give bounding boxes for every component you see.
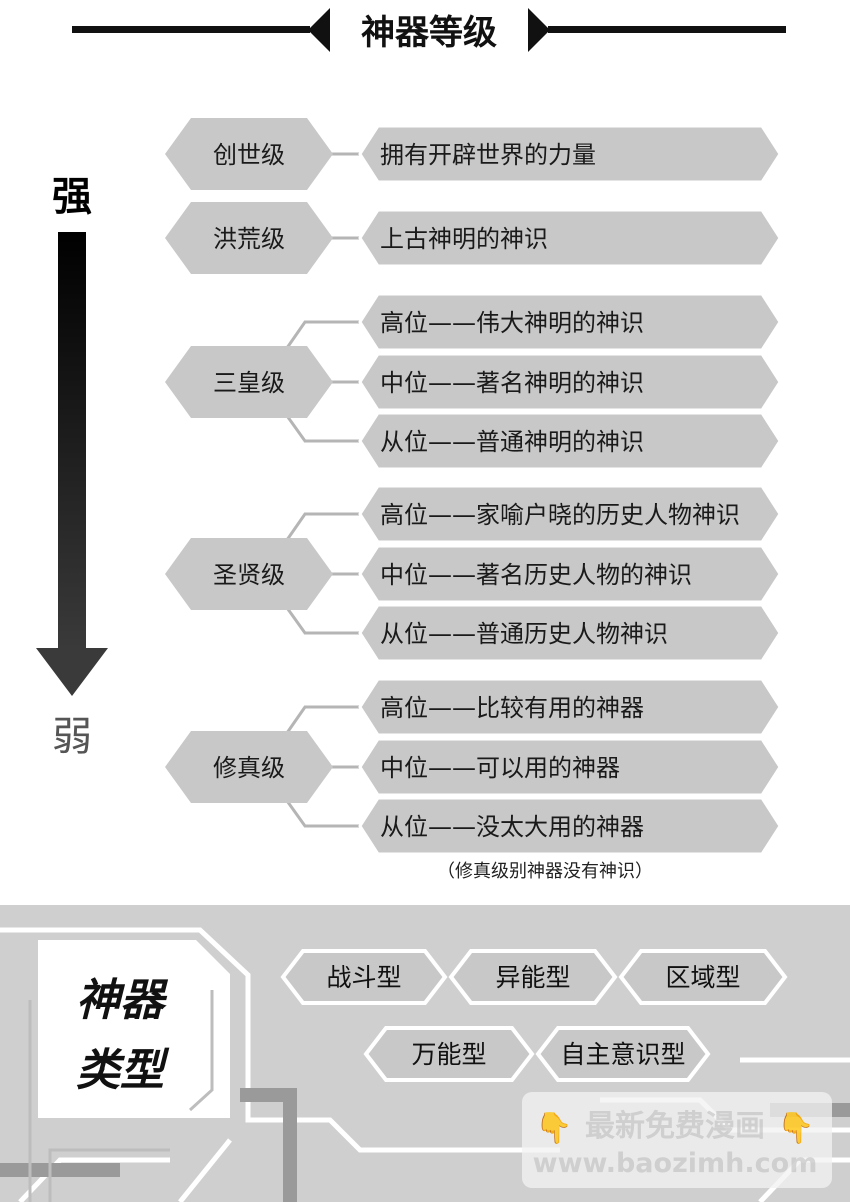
tier-item-label: 中位——著名神明的神识 [380,369,644,397]
tier-name-box [165,202,333,274]
watermark-emoji-left: 👇 [535,1111,572,1146]
tier-item-box [358,208,782,268]
tier-item-box [358,411,782,471]
type-box [448,949,618,1005]
type-label: 自主意识型 [560,1040,685,1069]
tier-name-box [165,538,333,610]
type-item: 万能型 [363,1026,535,1082]
tier-note: （修真级别神器没有神识） [437,861,653,882]
strength-scale: 强 弱 [36,174,108,760]
watermark: 👇 最新免费漫画 👇 www.baozimh.com [522,1092,832,1188]
strong-label: 强 [52,174,92,220]
tier-group: 创世级 拥有开辟世界的力量 [165,118,782,190]
tier-item-box [358,484,782,544]
type-item: 异能型 [448,949,618,1005]
tier-item-box [358,603,782,663]
tier-list: 创世级拥有开辟世界的力量洪荒级上古神明的神识三皇级高位——伟大神明的神识中位——… [165,118,782,856]
tier-item-label: 中位——著名历史人物的神识 [380,561,692,589]
type-box [363,1026,535,1082]
type-label: 区域型 [665,963,740,992]
tier-item-box [358,737,782,797]
header-arrow-left [308,8,330,52]
tier-name: 修真级 [213,754,285,782]
type-item: 自主意识型 [535,1026,711,1082]
tier-item-label: 拥有开辟世界的力量 [380,141,596,169]
tier-item-label: 从位——没太大用的神器 [380,813,644,841]
type-item: 战斗型 [280,949,448,1005]
types-title-line2: 类型 [76,1045,170,1096]
tier-item-label: 高位——比较有用的神器 [380,694,644,722]
watermark-line2: www.baozimh.com [533,1148,818,1179]
tier-name: 创世级 [213,141,285,169]
type-box [535,1026,711,1082]
watermark-emoji-right: 👇 [777,1111,814,1146]
tier-name: 三皇级 [213,369,285,397]
tier-item-label: 从位——普通神明的神识 [380,428,644,456]
type-item: 区域型 [618,949,788,1005]
arrow-head [36,648,108,696]
type-title-inner-lines [28,990,214,1202]
header-rule-left [72,26,310,33]
tier-name-box [165,346,333,418]
tier-name: 圣贤级 [213,561,285,589]
tier-name-box [165,118,333,190]
type-box [618,949,788,1005]
page-title: 神器等级 [361,13,497,53]
tier-item-label: 中位——可以用的神器 [380,754,620,782]
tier-item-label: 高位——家喻户晓的历史人物神识 [380,501,740,529]
tier-item-box [358,124,782,184]
type-title-block [38,940,230,1118]
watermark-line1: 最新免费漫画 [585,1109,765,1144]
weak-label: 弱 [52,714,92,760]
tier-name-box [165,731,333,803]
header-rule-right [548,26,786,33]
tier-group: 洪荒级 上古神明的神识 [165,202,782,274]
tier-item-box [358,292,782,352]
type-label: 异能型 [495,963,570,992]
type-label: 万能型 [411,1040,486,1069]
tier-item-box [358,796,782,856]
header: 神器等级 [72,8,786,53]
type-label: 战斗型 [326,963,401,992]
arrow-shaft [58,232,86,650]
tier-item-label: 上古神明的神识 [380,225,548,253]
tier-item-label: 从位——普通历史人物神识 [380,620,668,648]
watermark-box [522,1092,832,1188]
tier-item-label: 高位——伟大神明的神识 [380,309,644,337]
tier-item-box [358,677,782,737]
tier-group: 圣贤级 高位——家喻户晓的历史人物神识中位——著名历史人物的神识从位——普通历史人… [165,484,782,663]
header-arrow-right [528,8,550,52]
types-title-line1: 神器 [76,975,169,1026]
tier-item-box [358,544,782,604]
tier-item-box [358,352,782,412]
type-box [280,949,448,1005]
tier-name: 洪荒级 [213,225,285,253]
